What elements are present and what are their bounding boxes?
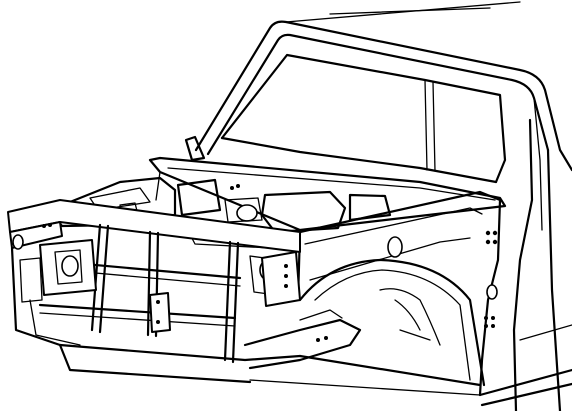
front-fender xyxy=(296,190,502,397)
rocker-sill xyxy=(478,324,572,407)
cab-frame xyxy=(194,1,572,411)
lower-frame xyxy=(58,309,482,396)
cowl-panel xyxy=(148,135,507,232)
radiator-support xyxy=(7,199,302,364)
